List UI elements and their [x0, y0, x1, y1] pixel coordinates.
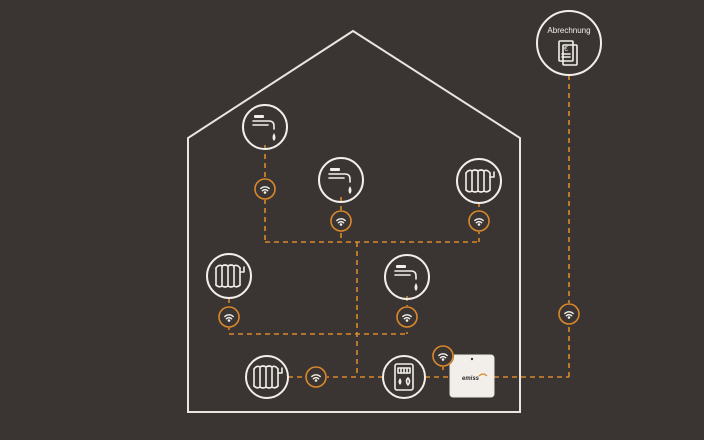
- water-tap-node: [318, 157, 364, 203]
- wifi-icon: [330, 210, 352, 232]
- gateway-brand-logo: emiss: [462, 376, 480, 382]
- water-tap-icon: [252, 115, 276, 141]
- wifi-icon: [432, 345, 454, 367]
- wifi-icon: [396, 306, 418, 328]
- water-tap-icon: [328, 168, 352, 194]
- gateway-icon: [449, 354, 495, 398]
- wifi-icon: [558, 303, 580, 325]
- wifi-badges: [218, 178, 580, 388]
- meter-node: [382, 355, 426, 399]
- svg-text:€: €: [564, 46, 568, 53]
- wifi-icon: [254, 178, 276, 200]
- wifi-icon: [468, 210, 490, 232]
- billing-label: Abrechnung: [547, 26, 590, 35]
- house-outline: [187, 29, 521, 413]
- radiator-node: [245, 355, 289, 399]
- connection-lines: [228, 75, 570, 378]
- radiator-node: [206, 253, 252, 299]
- water-tap-icon: [394, 265, 418, 291]
- water-tap-node: [384, 254, 430, 300]
- radiator-icon: [465, 169, 495, 193]
- radiator-icon: [215, 264, 245, 288]
- water-tap-node: [242, 104, 288, 150]
- meter-icon: [394, 363, 414, 391]
- radiator-node: [456, 158, 502, 204]
- wifi-icon: [218, 306, 240, 328]
- radiator-icon: [253, 365, 283, 389]
- wifi-icon: [305, 366, 327, 388]
- document-icon: €: [558, 40, 578, 66]
- gateway-device: emiss: [449, 354, 495, 398]
- billing-node: Abrechnung €: [536, 10, 602, 76]
